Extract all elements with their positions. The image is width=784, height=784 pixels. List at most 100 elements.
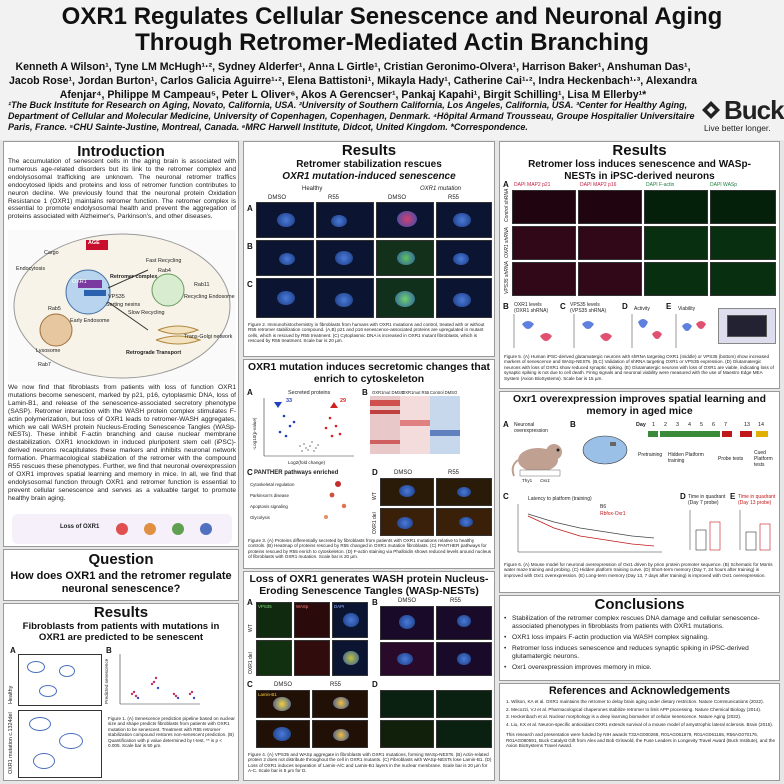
pathway-4: Glycolysis (250, 515, 270, 520)
conclusions-heading: Conclusions (594, 596, 685, 613)
day-14: 14 (758, 422, 764, 428)
intro-paragraph-2: We now find that fibroblasts from patien… (8, 384, 236, 502)
fig6-d-bars (689, 510, 721, 551)
fig3-label-b: B (362, 388, 368, 397)
phase-hidden: Hidden Platform training (668, 452, 704, 464)
lysosome-shape (39, 313, 73, 347)
loss-of-oxr1-schematic: Loss of OXR1 (12, 514, 232, 544)
diagram-label-recycling-endosome: Recycling Endosome (184, 294, 235, 300)
results2-subtitle-2: OXR1 mutation-induced senescence (282, 171, 456, 182)
conclusion-item-1: Stabilization of the retromer complex re… (504, 615, 777, 631)
fig4-ch-vps35: VPS35 (258, 604, 272, 609)
fig4-d-images (380, 690, 492, 748)
diagram-label-age: AGE (88, 240, 100, 246)
fig3-label-d: D (372, 468, 378, 477)
intro-heading: Introduction (77, 143, 165, 160)
fig2-col-1: DMSO (268, 195, 286, 201)
fig2-col-3: DMSO (388, 195, 406, 201)
fig2-label-b: B (247, 242, 253, 251)
results3-heading: Results (612, 142, 667, 159)
diagram-label-retrograde: Retrograde Transport (126, 350, 182, 356)
reference-2: 2. Mecozzi, VJ et al. Pharmacological ch… (506, 706, 762, 712)
heat-col-3: Control DMSO (430, 390, 458, 395)
fig5-image-grid (512, 190, 778, 298)
fig6-label-c: C (503, 492, 509, 501)
training-timeline: Day 1 2 3 4 5 6 7 13 14 (636, 422, 776, 482)
secretome-panel: OXR1 mutation induces secretomic changes… (243, 359, 495, 569)
fig4-ch-wasp: WASp (296, 604, 309, 609)
day-5: 5 (700, 422, 703, 428)
fig2-label-c: C (247, 280, 253, 289)
diagram-label-rab4: Rab4 (158, 268, 171, 274)
references-list: 1. Wilson, KA et al. OXR1 maintains the … (506, 699, 776, 749)
fig1-healthy-image (18, 654, 102, 706)
fig6-latency-chart (517, 504, 662, 553)
introduction-panel: Introduction The accumulation of senesce… (3, 141, 239, 547)
age-box (86, 240, 108, 250)
reference-4: 4. Liu, KX et al. Neuron-specific antiox… (506, 721, 774, 727)
volcano-title: Secreted proteins (288, 390, 331, 396)
diagram-label-tgn: Trans-Golgi network (184, 334, 233, 340)
volcano-plot (263, 398, 354, 457)
results-fig1-panel: Results Fibroblasts from patients with m… (3, 603, 239, 781)
fig5-chart-c (573, 314, 612, 348)
diagram-label-snx: Sorting nexins (106, 302, 141, 308)
legend-b6: B6 (600, 504, 607, 510)
loss-of-oxr1-label: Loss of OXR1 (60, 524, 100, 530)
phase-pretraining: Pretraining (638, 452, 663, 458)
fig6-d-title: Time in quadrant (Day 7 probe) (688, 494, 726, 506)
pathway-3: Apoptosis signaling (250, 504, 288, 509)
title-line-2: Through Retromer-Mediated Actin Branchin… (135, 29, 649, 56)
fig4-label-b: B (372, 598, 378, 607)
fig4-row-oxr1: OXR1 del (248, 652, 254, 674)
results3-subtitle: Retromer loss induces senescence and WAS… (528, 159, 751, 182)
fig2-label-a: A (247, 204, 253, 213)
day-6: 6 (712, 422, 715, 428)
pathway-1: Cytoskeletal regulation (250, 482, 295, 487)
fig6-gene-label: Oxr1 (540, 478, 550, 483)
day-4: 4 (688, 422, 691, 428)
diagram-label-endocytosis: Endocytosis (16, 266, 46, 272)
volcano-down-count: 33 (286, 398, 292, 404)
question-text: How does OXR1 and the retromer regulate … (10, 570, 232, 595)
wasp-nests-panel: Loss of OXR1 generates WASH protein Nucl… (243, 571, 495, 781)
fig3-d-images (380, 478, 492, 536)
fig4-label-d: D (372, 680, 378, 689)
fig5-chart-d (631, 314, 662, 348)
fig5-chart-e-title: Viability (678, 306, 696, 312)
fig3-d-col-2: R55 (448, 470, 460, 476)
diagram-label-lysosome: Lysosome (36, 348, 61, 354)
intro-paragraph-1: The accumulation of senescent cells in t… (8, 158, 236, 221)
fig4-row-wt: WT (248, 624, 254, 632)
fig2-group-healthy: Healthy (302, 186, 323, 192)
fig5-label-e: E (666, 302, 672, 311)
question-heading: Question (88, 551, 154, 568)
fig4-b-images (380, 606, 492, 676)
fig6-label-e: E (730, 492, 736, 501)
fig1-ylabel: Predicted senescence (104, 658, 109, 704)
buck-logo-mark-icon (702, 101, 720, 119)
fig1-caption: Figure 1. (A) Senescence prediction pipe… (108, 716, 235, 749)
fig4-c-col-dmso: DMSO (274, 682, 292, 688)
logo-wordmark: Buck (724, 95, 784, 125)
fig6-label-d: D (680, 492, 686, 501)
fig3-d-row-1: WT (372, 492, 378, 500)
conclusion-item-4: Oxr1 overexpression improves memory in m… (504, 664, 777, 672)
fig1-row-mutant: OXR1 mutation c.1324del (8, 712, 14, 774)
fig6-overexpression-label: Neuronal overexpression (514, 422, 548, 434)
fig6-caption: Figure 6. (A) Mouse model for neuronal o… (504, 562, 773, 578)
volcano-up-count: 29 (340, 398, 346, 404)
fig5-chart-b-title: OXR1 levels (OXR1 shRNA) (514, 302, 549, 314)
fig5-label-a: A (503, 180, 509, 189)
results1-subtitle: Fibroblasts from patients with mutations… (22, 621, 220, 643)
buck-logo: Buck Live better longer. (700, 95, 784, 135)
diagram-label-rab11: Rab11 (194, 282, 210, 288)
fig5-chart-c-title: VPS35 levels (VPS35 shRNA) (570, 302, 607, 314)
recycling-endosome-shape (151, 273, 185, 307)
references-panel: References and Acknowledgements 1. Wilso… (499, 683, 780, 781)
fig6-e-bars (739, 510, 771, 551)
fig6-label-b: B (570, 420, 576, 429)
fig6-e-title: Time in quadrant (Day 13 probe) (738, 494, 776, 506)
fig5-col-2: DAPI MAP2 p16 (580, 182, 617, 188)
fig4-caption: Figure 4. (A) VPS35 and WASp aggregate i… (248, 752, 492, 774)
